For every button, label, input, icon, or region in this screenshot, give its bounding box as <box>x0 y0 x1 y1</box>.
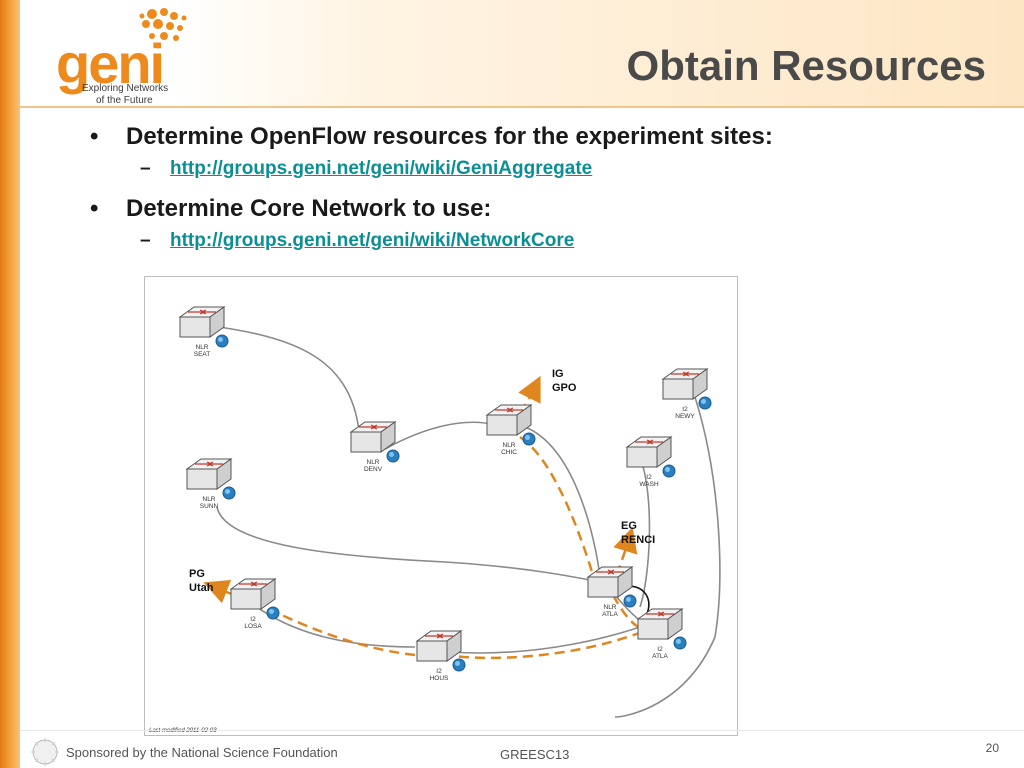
site-label-ig-gpo: GPO <box>552 382 577 394</box>
page-number: 20 <box>985 741 999 755</box>
globe-icon <box>673 636 687 650</box>
node-label: LOSA <box>244 623 262 630</box>
sub-bullet-dash: – <box>140 158 151 179</box>
logo-dots-icon <box>139 8 187 49</box>
bullet-item: • Determine OpenFlow resources for the e… <box>90 120 990 154</box>
site-label-pg-utah: Utah <box>189 582 214 594</box>
logo-tagline-line: of the Future <box>96 95 153 106</box>
logo-wordmark: geni <box>56 32 165 95</box>
globe-icon <box>452 658 466 672</box>
switch-icon <box>186 458 232 490</box>
node-label: SUNN <box>200 503 219 510</box>
site-label-ig-gpo: IG <box>552 368 564 380</box>
node-label: I2 <box>250 616 256 623</box>
switch-icon <box>179 306 225 338</box>
node-label: ATLA <box>602 611 618 618</box>
switch-icon <box>486 404 532 436</box>
globe-icon <box>222 486 236 500</box>
map-sites: IG GPO EG RENCI PG Utah <box>189 368 655 594</box>
bullet-dot: • <box>90 123 99 150</box>
node-label: ATLA <box>652 653 668 660</box>
site-label-eg-renci: EG <box>621 520 637 532</box>
network-core-link[interactable]: http://groups.geni.net/geni/wiki/Network… <box>170 230 575 251</box>
network-map-canvas: NLRSEATNLRDENVNLRCHICI2NEWYI2WASHNLRSUNN… <box>149 306 721 734</box>
sub-bullet-item: – http://groups.geni.net/geni/wiki/GeniA… <box>90 154 990 184</box>
node-label: NLR <box>195 344 208 351</box>
logo-tagline-line: Exploring Networks <box>82 83 169 94</box>
map-paths <box>203 375 644 660</box>
node-label: HOUS <box>430 675 449 682</box>
bullet-text: Determine OpenFlow resources for the exp… <box>126 123 773 150</box>
map-links <box>204 324 721 718</box>
node-label: I2 <box>657 646 663 653</box>
site-label-eg-renci: RENCI <box>621 534 655 546</box>
globe-icon <box>522 432 536 446</box>
node-label: NLR <box>502 442 515 449</box>
node-label: NLR <box>366 459 379 466</box>
slide-content: • Determine OpenFlow resources for the e… <box>90 120 990 264</box>
site-label-pg-utah: PG <box>189 568 205 580</box>
node-label: DENV <box>364 466 383 473</box>
globe-icon <box>698 396 712 410</box>
sub-bullet-dash: – <box>140 230 151 251</box>
node-label: I2 <box>646 474 652 481</box>
footer-divider <box>20 730 1024 731</box>
node-label: I2 <box>682 406 688 413</box>
node-label: I2 <box>436 668 442 675</box>
node-label: NEWY <box>675 413 695 420</box>
switch-icon <box>587 566 633 598</box>
switch-icon <box>230 578 276 610</box>
geni-logo: geni Exploring Networks of the Future <box>52 6 202 106</box>
header-band <box>20 0 1024 106</box>
node-label: SEAT <box>194 351 211 358</box>
nsf-logo-icon <box>31 738 59 766</box>
node-label: WASH <box>639 481 659 488</box>
slide-title: Obtain Resources <box>626 42 986 89</box>
bullet-item: • Determine Core Network to use: <box>90 192 990 226</box>
bullet-dot: • <box>90 195 99 222</box>
map-last-modified: Last modified 2011-02-03 <box>149 728 217 734</box>
logo-tagline: Exploring Networks of the Future <box>82 83 168 107</box>
node-label: CHIC <box>501 449 517 456</box>
globe-icon <box>623 594 637 608</box>
header-divider <box>20 106 1024 108</box>
globe-icon <box>662 464 676 478</box>
geni-aggregate-link[interactable]: http://groups.geni.net/geni/wiki/GeniAgg… <box>170 158 593 179</box>
node-label: NLR <box>603 604 616 611</box>
switch-icon <box>662 368 708 400</box>
footer-conference: GREESC13 <box>500 747 570 762</box>
globe-icon <box>266 606 280 620</box>
map-nodes: NLRSEATNLRDENVNLRCHICI2NEWYI2WASHNLRSUNN… <box>179 306 712 682</box>
switch-icon <box>626 436 672 468</box>
node-label: NLR <box>202 496 215 503</box>
globe-icon <box>215 334 229 348</box>
switch-icon <box>637 608 683 640</box>
bullet-text: Determine Core Network to use: <box>126 195 492 222</box>
sub-bullet-item: – http://groups.geni.net/geni/wiki/Netwo… <box>90 226 990 256</box>
left-accent-bar <box>0 0 20 768</box>
switch-icon <box>416 630 462 662</box>
footer-sponsor: Sponsored by the National Science Founda… <box>66 745 338 760</box>
globe-icon <box>386 449 400 463</box>
